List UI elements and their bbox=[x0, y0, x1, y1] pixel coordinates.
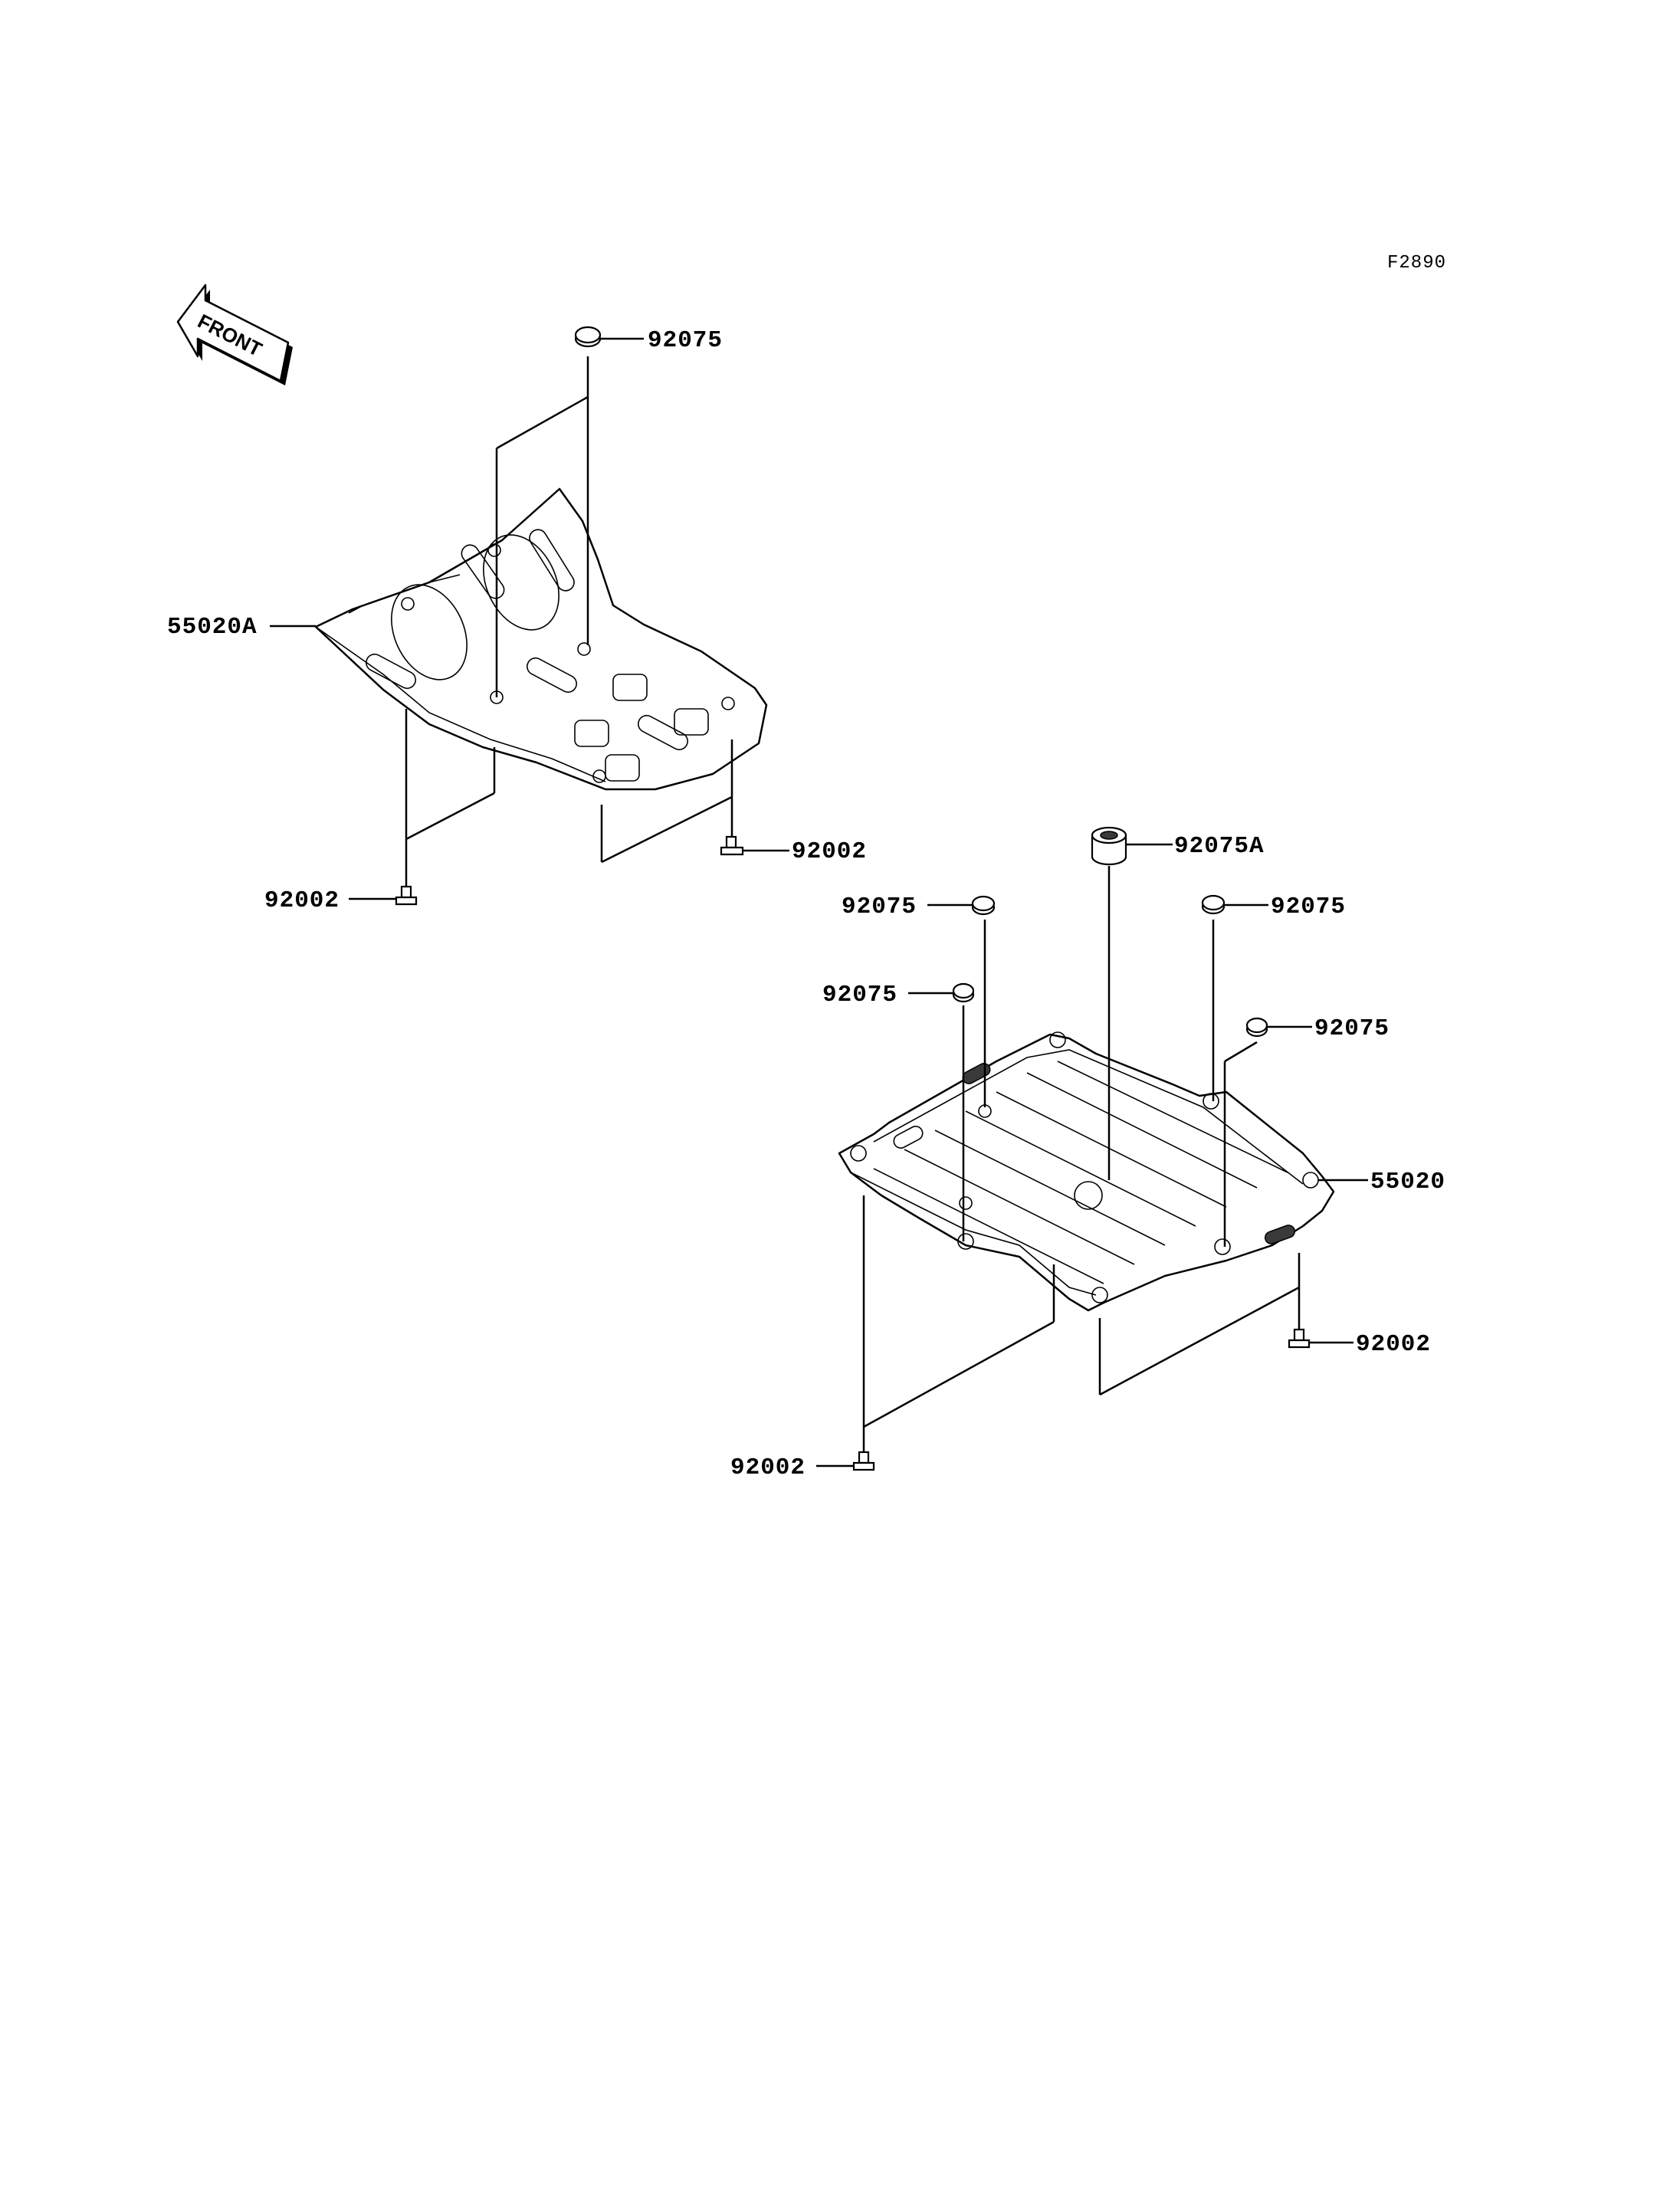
front-arrow-icon: FRONT bbox=[176, 284, 293, 385]
rear-bolt-left: 92002 bbox=[264, 709, 496, 914]
callout-front-bolt-right: 92002 bbox=[1356, 1331, 1431, 1358]
rear-bolt-right: 92002 bbox=[600, 739, 867, 865]
front-rubber-c: 92075 bbox=[1201, 894, 1346, 1101]
rear-skid-plate bbox=[314, 487, 768, 791]
front-rubber-b: 92075 bbox=[822, 982, 975, 1241]
rear-rubber-leaders bbox=[495, 356, 589, 697]
front-rubber-d: 92075 bbox=[1223, 1015, 1390, 1247]
callout-front-rubber-c: 92075 bbox=[1271, 894, 1346, 920]
front-rubber-a: 92075 bbox=[842, 894, 996, 1107]
callout-collar: 92075A bbox=[1174, 833, 1265, 860]
front-bolt-left: 92002 bbox=[730, 1195, 1055, 1481]
callout-rear-bolt-left: 92002 bbox=[264, 887, 340, 914]
callout-front-rubber-b: 92075 bbox=[822, 982, 897, 1008]
callout-rear-bolt-right: 92002 bbox=[792, 838, 867, 865]
callout-front-rubber-a: 92075 bbox=[842, 894, 917, 920]
callout-rear-cover-rubber: 92075 bbox=[648, 327, 723, 354]
callout-rear-cover: 55020A bbox=[167, 614, 258, 641]
figure-code: F2890 bbox=[1387, 253, 1446, 274]
front-skid-plate bbox=[838, 1031, 1335, 1312]
collar: 92075A bbox=[1091, 826, 1265, 1180]
callout-front-cover: 55020 bbox=[1370, 1169, 1445, 1195]
front-plate-ribs bbox=[873, 1061, 1288, 1284]
callout-front-rubber-d: 92075 bbox=[1314, 1015, 1390, 1042]
front-cover-callout: 55020 bbox=[1318, 1169, 1445, 1195]
callout-front-bolt-left: 92002 bbox=[730, 1454, 806, 1481]
rear-cover-rubber: 92075 bbox=[574, 326, 723, 354]
front-bolt-right: 92002 bbox=[1098, 1253, 1431, 1396]
rear-cover-callout: 55020A bbox=[167, 614, 316, 641]
